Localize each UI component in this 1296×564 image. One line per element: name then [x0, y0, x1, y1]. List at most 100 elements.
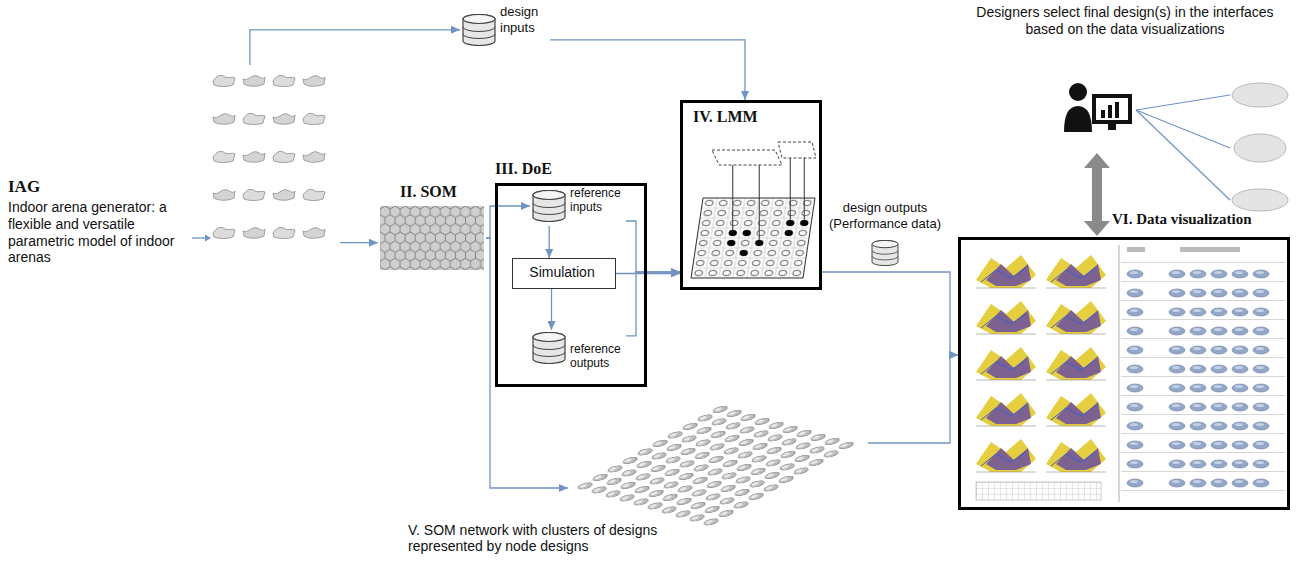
svg-use — [976, 301, 1036, 334]
svg-line — [1136, 110, 1230, 200]
som-network-grid — [570, 403, 860, 528]
svg-polygon — [712, 150, 782, 165]
som-block: II. SOM — [378, 180, 486, 274]
svg-use — [976, 255, 1036, 288]
svg-use — [213, 190, 235, 201]
step-title: III. DoE — [495, 159, 552, 178]
flow-arrow — [250, 30, 460, 65]
svg-rect — [1121, 262, 1285, 491]
visualization-panel: VI. Data visualization — [958, 237, 1290, 510]
svg-rect — [1108, 124, 1116, 130]
svg-rect — [1101, 110, 1105, 118]
flow-arrow — [486, 206, 530, 238]
svg-use — [213, 151, 235, 162]
svg-rect — [1096, 98, 1128, 120]
svg-use — [213, 75, 235, 86]
visualization-screenshot — [976, 245, 1285, 502]
svg-use — [976, 439, 1036, 472]
data-label: design outputs (Performance data) — [826, 200, 944, 231]
designer-icon — [1064, 83, 1132, 132]
svg-use — [273, 227, 295, 238]
hex-grid — [380, 206, 484, 270]
svg-rect — [1092, 94, 1132, 124]
svg-ellipse — [1232, 83, 1288, 107]
database: design outputs (Performance data) — [826, 200, 944, 268]
database: reference outputs — [530, 330, 626, 378]
flow-arrow — [868, 355, 958, 443]
svg-use — [303, 76, 325, 87]
svg-use — [243, 113, 265, 124]
svg-line — [804, 158, 805, 223]
database: design inputs — [460, 2, 550, 50]
svg-use — [243, 152, 265, 163]
svg-ellipse — [1234, 134, 1286, 162]
lmm-illustration — [691, 142, 816, 278]
svg-ellipse — [727, 240, 735, 246]
svg-ellipse — [743, 230, 751, 236]
svg-use — [303, 189, 325, 200]
svg-use — [273, 190, 295, 201]
flow-arrow — [551, 289, 552, 330]
double-arrow — [1084, 153, 1110, 236]
database: reference inputs — [530, 186, 626, 226]
flow-arrow — [626, 221, 680, 272]
svg-use — [213, 114, 235, 125]
svg-rect — [1180, 247, 1240, 252]
svg-rect — [1167, 264, 1272, 492]
svg-polygon — [691, 198, 815, 278]
lmm-box: IV. LMM — [680, 100, 822, 290]
flow-arrow — [616, 273, 680, 274]
svg-use — [303, 228, 325, 239]
block-title: IAG — [8, 177, 40, 197]
step-title: IV. LMM — [693, 107, 758, 126]
svg-line — [790, 158, 791, 223]
svg-use — [303, 152, 325, 163]
som-network: V. SOM network with clusters of designs … — [568, 400, 868, 532]
svg-ellipse — [729, 230, 737, 236]
svg-line — [1119, 245, 1120, 502]
svg-use — [1046, 439, 1106, 472]
svg-rect — [976, 482, 1101, 500]
svg-ellipse — [786, 220, 794, 226]
database-icon — [533, 191, 565, 222]
step-title: V. SOM network with clusters of designs … — [408, 522, 670, 554]
svg-path — [1064, 106, 1092, 132]
doe-box: III. DoEreference inputsSimulationrefere… — [495, 183, 647, 387]
process-box: Simulation — [512, 258, 616, 289]
svg-line — [1136, 95, 1230, 110]
svg-use — [1046, 255, 1106, 288]
svg-use — [273, 114, 295, 125]
svg-use — [243, 228, 265, 239]
svg-line — [732, 165, 733, 233]
note-text: Designers select final design(s) in the … — [960, 4, 1290, 38]
svg-ellipse — [740, 250, 748, 256]
database-icon — [872, 240, 898, 265]
svg-line — [1136, 110, 1230, 148]
svg-rect — [1108, 105, 1112, 118]
svg-use — [976, 347, 1036, 380]
svg-polygon — [778, 142, 816, 158]
data-label: reference outputs — [570, 342, 626, 371]
svg-rect — [1115, 102, 1119, 118]
svg-use — [273, 75, 295, 86]
designer-note: Designers select final design(s) in the … — [960, 2, 1290, 152]
svg-use — [243, 76, 265, 87]
flow-arrow — [340, 242, 378, 243]
flow-arrow — [549, 226, 550, 258]
svg-ellipse — [755, 240, 763, 246]
svg-use — [1046, 347, 1106, 380]
svg-use — [1046, 301, 1106, 334]
svg-use — [1046, 393, 1106, 426]
database-icon — [533, 333, 565, 364]
svg-ellipse — [785, 230, 793, 236]
flow-arrow — [822, 272, 958, 355]
data-label: reference inputs — [570, 186, 626, 215]
flow-arrow — [626, 272, 680, 336]
step-title: II. SOM — [400, 182, 457, 201]
svg-rect — [1125, 264, 1146, 492]
design-samples — [213, 75, 325, 238]
svg-use — [976, 393, 1036, 426]
